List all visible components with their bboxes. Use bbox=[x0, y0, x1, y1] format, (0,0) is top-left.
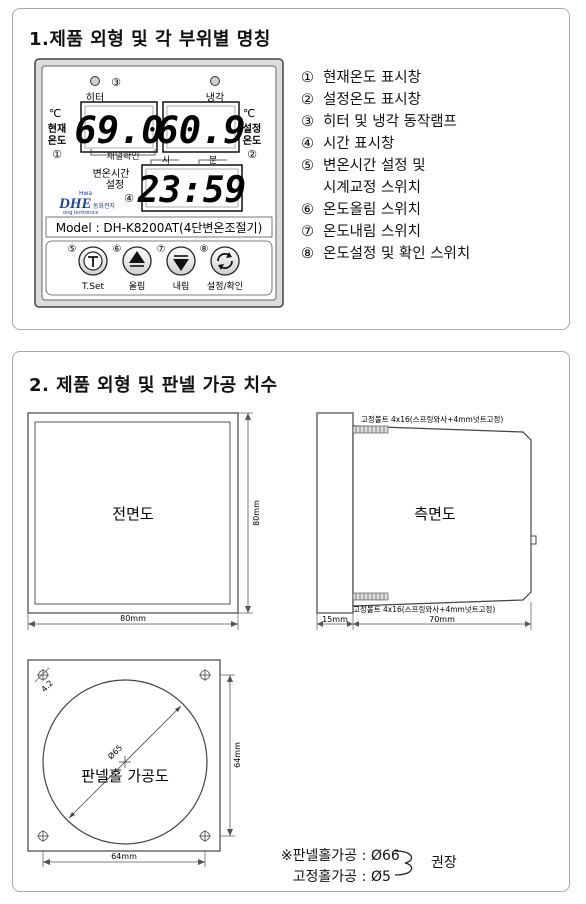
current-marker: ① bbox=[52, 148, 62, 161]
heater-marker: ③ bbox=[111, 76, 121, 89]
section1-title: 1.제품 외형 및 각 부위별 명칭 bbox=[29, 29, 271, 50]
triangle-up-icon bbox=[129, 251, 145, 263]
current-temp-value: 69.0 bbox=[74, 109, 163, 152]
button-8-num: ⑧ bbox=[200, 244, 209, 255]
panel-width-dim: 64mm bbox=[111, 852, 137, 861]
set-confirm-button[interactable] bbox=[210, 246, 240, 276]
celsius-right: ℃ bbox=[243, 107, 255, 120]
change-time-label-1: 변온시간 bbox=[93, 168, 130, 180]
set-temp-label-2: 온도 bbox=[243, 135, 261, 147]
set-temp-display bbox=[162, 101, 240, 153]
legend-item-continued: 시계교정 스위치 bbox=[323, 180, 421, 196]
panel-height-dim: 64mm bbox=[233, 742, 242, 768]
current-temp-label-1: 현재 bbox=[48, 122, 66, 135]
bolt-bottom-label: 고정볼트 4x16(스프링와사+4mm넛트고정) bbox=[353, 604, 495, 614]
svg-text:DHE: DHE bbox=[58, 196, 92, 212]
dhe-logo: DHE Hwa ong lectronics 동화전자 bbox=[58, 190, 116, 216]
change-time-label-2: 설정 bbox=[106, 179, 124, 191]
svg-text:Hwa: Hwa bbox=[79, 190, 92, 197]
triangle-down-icon bbox=[173, 259, 189, 271]
cooling-lamp bbox=[210, 76, 220, 86]
refresh-icon bbox=[217, 252, 233, 270]
bolt-top bbox=[352, 425, 389, 434]
panel-hole-label: 판넬홀 가공도 bbox=[81, 767, 169, 785]
note-row: ※판넬홀가공 : Ø66 bbox=[280, 848, 400, 864]
hour-label: 시 bbox=[162, 155, 170, 166]
mounting-hole bbox=[37, 669, 211, 842]
front-height-dim: 80mm bbox=[252, 500, 261, 526]
current-temp-label-2: 온도 bbox=[48, 135, 66, 147]
button-5-num: ⑤ bbox=[68, 244, 77, 255]
device-front-drawing: 히터 ③ 냉각 ℃ 현재 온도 ① ℃ 설정 온도 ② 69.0 60.9 채널… bbox=[34, 58, 284, 308]
bolt-bottom bbox=[352, 592, 389, 601]
t-icon bbox=[88, 256, 98, 267]
note-row: 고정홀가공 : Ø5 bbox=[292, 869, 391, 885]
panel-hole-view: 4.2 Ø65 판넬홀 가공도 64mm 64mm bbox=[27, 659, 242, 867]
bolt-top-label: 고정볼트 4x16(스프링와사+4mm넛트고정) bbox=[361, 414, 503, 424]
button-6-num: ⑥ bbox=[113, 244, 122, 255]
front-width-dim: 80mm bbox=[120, 614, 146, 623]
time-display bbox=[141, 164, 243, 212]
cooling-label: 냉각 bbox=[206, 92, 224, 104]
down-button[interactable] bbox=[166, 246, 196, 276]
side-front-dim: 15mm bbox=[322, 615, 348, 624]
dimension-drawings: 전면도 80mm 80mm 고정볼트 4x16(스프링와사+4mm넛트고정) bbox=[27, 412, 537, 876]
set-temp-label-1: 설정 bbox=[243, 122, 261, 135]
channel-confirm-label: 채널확인 bbox=[106, 150, 139, 162]
tset-button[interactable] bbox=[78, 246, 108, 276]
side-view: 고정볼트 4x16(스프링와사+4mm넛트고정) 고정볼트 4x16(스프링와사… bbox=[316, 412, 537, 630]
minute-label: 분 bbox=[209, 155, 217, 166]
hole-note: ※판넬홀가공 : Ø66 고정홀가공 : Ø5 bbox=[245, 846, 400, 888]
time-marker: ④ bbox=[124, 192, 134, 205]
model-text: Model : DH-K8200AT(4단변온조절기) bbox=[56, 221, 263, 235]
section2-title: 2. 제품 외형 및 판넬 가공 치수 bbox=[29, 375, 278, 396]
svg-text:동화전자: 동화전자 bbox=[93, 202, 116, 210]
button-7-num: ⑦ bbox=[157, 244, 166, 255]
front-view: 전면도 80mm 80mm bbox=[27, 412, 261, 630]
front-view-label: 전면도 bbox=[112, 505, 154, 523]
button-7-label: 내림 bbox=[173, 280, 190, 292]
button-6-label: 올림 bbox=[129, 280, 146, 292]
recommend-label: 권장 bbox=[431, 855, 457, 871]
heater-label: 히터 bbox=[86, 92, 104, 104]
side-view-label: 측면도 bbox=[414, 505, 456, 523]
recommend-bracket bbox=[394, 850, 413, 876]
section-product-names: 1.제품 외형 및 각 부위별 명칭 bbox=[12, 8, 570, 330]
current-temp-display bbox=[80, 101, 158, 153]
svg-text:ong lectronics: ong lectronics bbox=[63, 210, 98, 216]
up-button[interactable] bbox=[122, 246, 152, 276]
heater-lamp bbox=[90, 76, 100, 86]
side-body-dim: 70mm bbox=[429, 615, 455, 624]
celsius-left: ℃ bbox=[49, 107, 61, 120]
model-box bbox=[45, 216, 273, 238]
set-temp-value: 60.9 bbox=[156, 109, 245, 152]
set-marker: ② bbox=[247, 148, 257, 161]
button-5-label: T.Set bbox=[81, 282, 105, 292]
button-8-label: 설정/확인 bbox=[207, 280, 243, 292]
section-dimensions: 2. 제품 외형 및 판넬 가공 치수 전면도 80mm 80mm bbox=[12, 351, 570, 892]
time-value: 23:59 bbox=[137, 170, 246, 211]
